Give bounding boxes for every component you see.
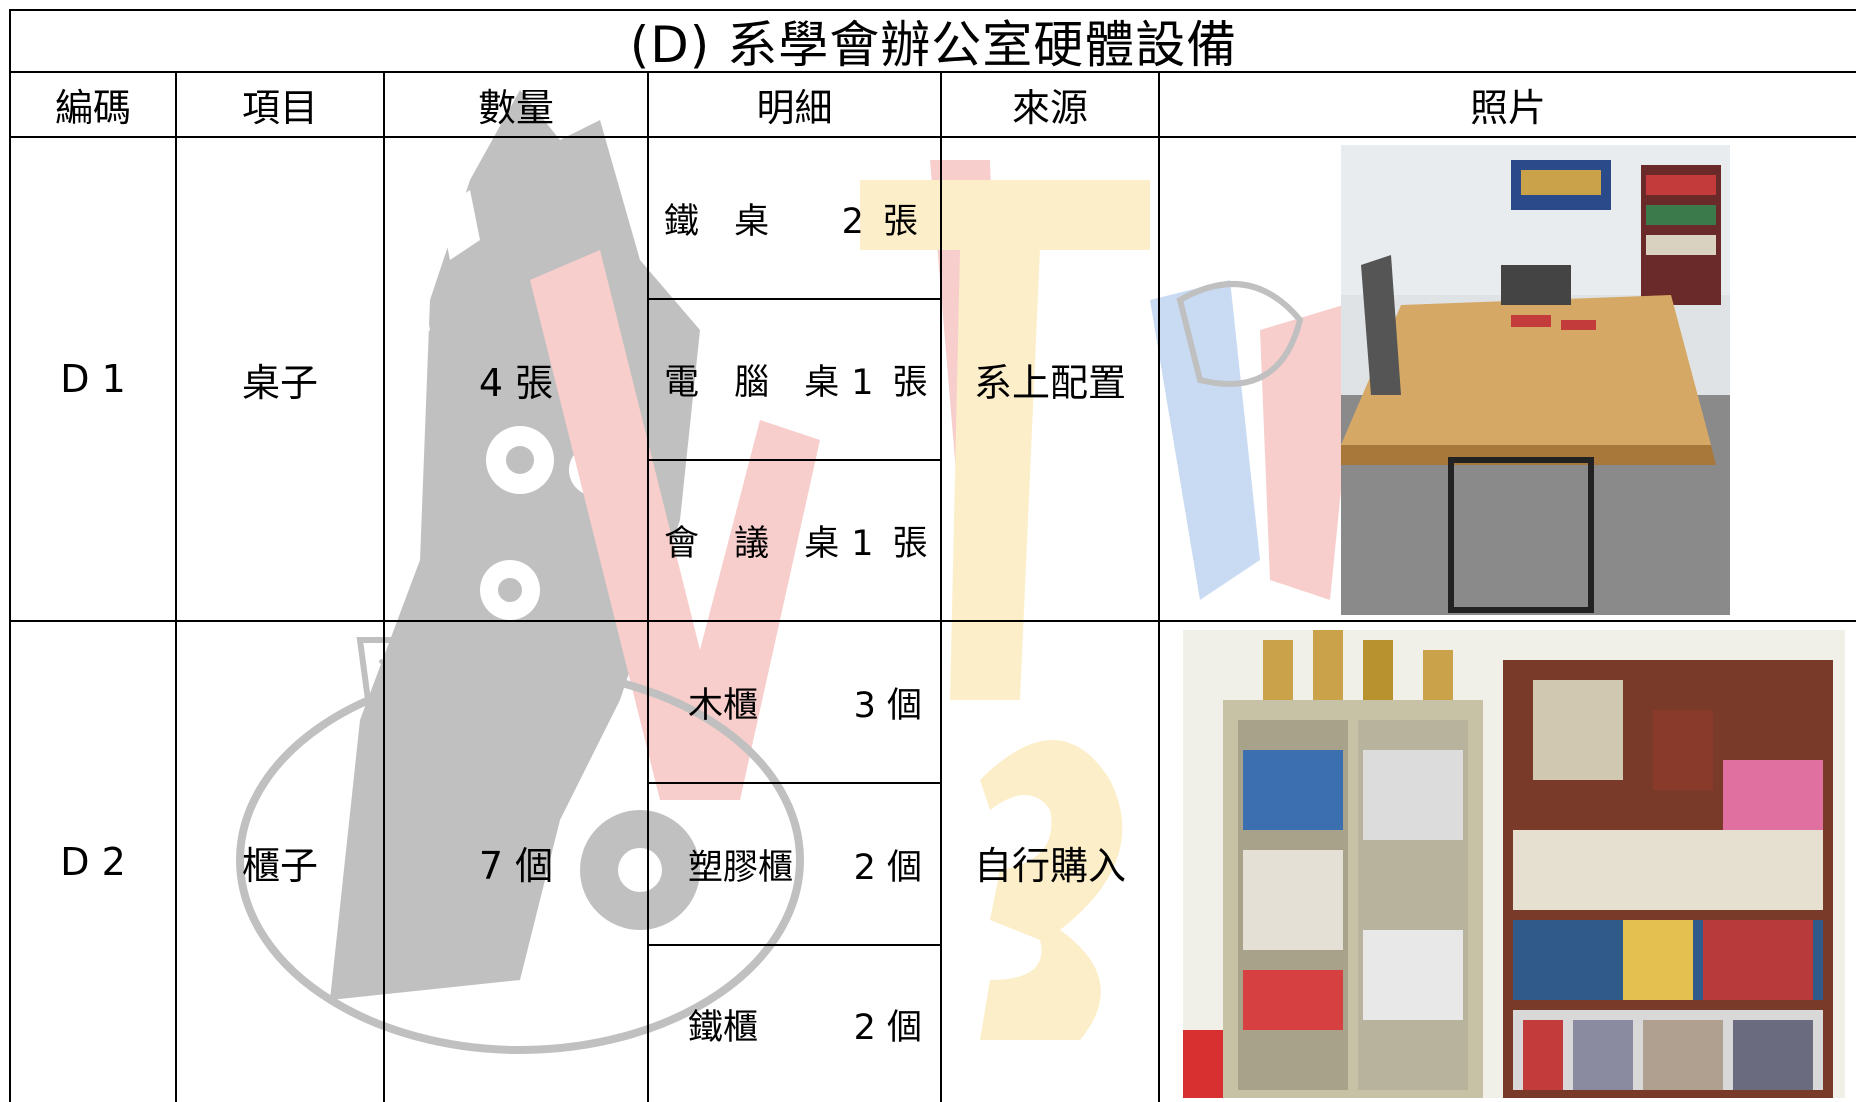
header-item: 項目 (241, 86, 318, 130)
detail-divider-3 (647, 782, 941, 784)
col-divider-item (383, 71, 385, 1102)
row2-detail-2: 塑膠櫃 2 個 (688, 784, 940, 944)
detail-divider-1 (647, 298, 941, 300)
detail-name: 木櫃 (688, 685, 759, 726)
col-divider-code (175, 71, 177, 1102)
col-divider-details (940, 71, 942, 1102)
detail-qty: 2 個 (853, 847, 922, 888)
detail-name: 塑膠櫃 (688, 847, 794, 888)
row1-quantity: 4 張 (478, 360, 554, 405)
row2-code: D 2 (60, 840, 126, 884)
header-divider (9, 136, 1856, 138)
detail-qty: 2 張 (841, 201, 922, 242)
row-divider (9, 620, 1856, 622)
detail-qty: 2 個 (853, 1007, 922, 1048)
row1-detail-3: 會 議 桌 1 張 (664, 461, 940, 620)
detail-name: 會 議 桌 (664, 524, 852, 564)
header-details: 明細 (756, 86, 833, 130)
col-divider-source (1158, 71, 1160, 1102)
detail-qty: 1 張 (851, 363, 932, 403)
table-title: (D) 系學會辦公室硬體設備 (629, 16, 1238, 74)
row2-detail-1: 木櫃 3 個 (688, 622, 940, 782)
header-quantity: 數量 (477, 86, 554, 130)
row1-item: 桌子 (241, 360, 318, 405)
detail-qty: 3 個 (853, 685, 922, 726)
row1-photo (1341, 145, 1730, 615)
detail-qty: 1 張 (851, 524, 932, 564)
row1-detail-2: 電 腦 桌 1 張 (664, 300, 940, 459)
detail-name: 鐵櫃 (688, 1007, 759, 1048)
row2-source: 自行購入 (973, 843, 1126, 888)
row1-detail-1: 鐵 桌 2 張 (664, 138, 940, 298)
row1-source: 系上配置 (973, 360, 1126, 405)
table-border-top (9, 9, 1856, 11)
row2-photo (1183, 630, 1845, 1098)
detail-divider-4 (647, 944, 941, 946)
detail-name: 電 腦 桌 (664, 363, 852, 403)
header-photo: 照片 (1469, 86, 1546, 130)
header-source: 來源 (1011, 86, 1088, 130)
row2-detail-3: 鐵櫃 2 個 (688, 946, 940, 1102)
table-border-left (9, 9, 11, 1102)
row2-item: 櫃子 (241, 843, 318, 888)
row2-quantity: 7 個 (478, 843, 554, 888)
header-code: 編碼 (54, 86, 131, 130)
row1-code: D 1 (60, 357, 126, 401)
detail-divider-2 (647, 459, 941, 461)
detail-name: 鐵 桌 (664, 201, 782, 242)
col-divider-quantity (647, 71, 649, 1102)
title-divider (9, 71, 1856, 73)
